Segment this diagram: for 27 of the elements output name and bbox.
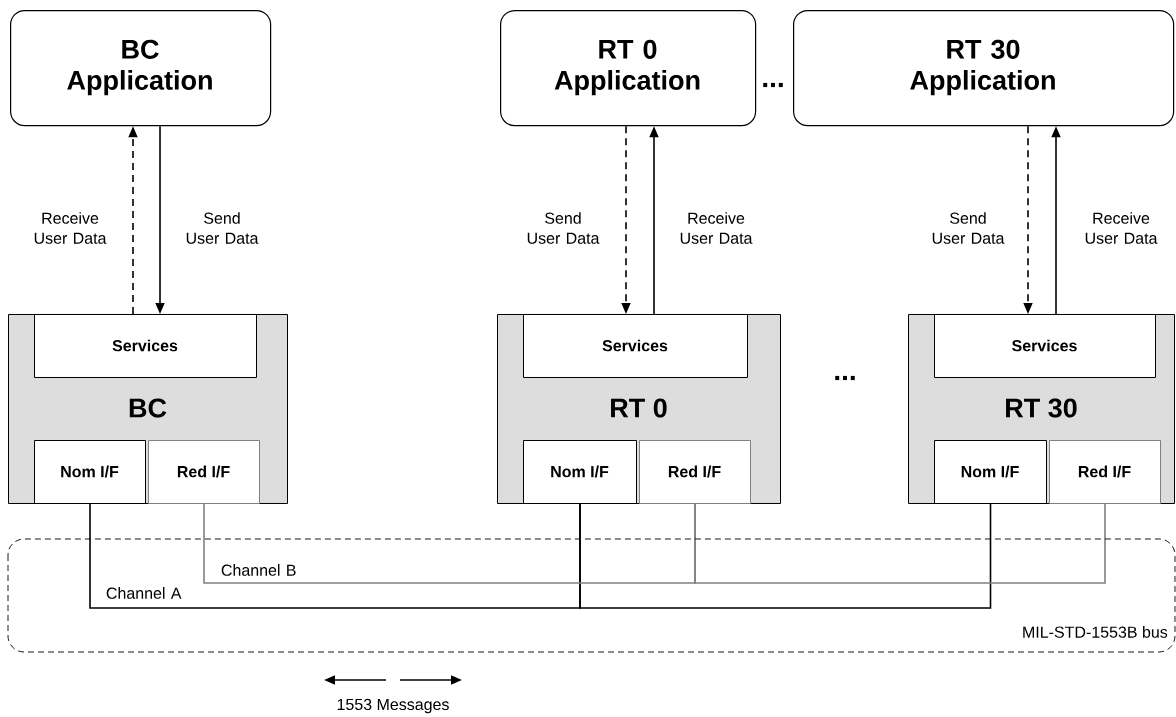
services-box: Services — [523, 314, 748, 378]
edge-label: Receive User Data — [34, 212, 107, 244]
bus-line — [89, 503, 581, 609]
services-box: Services — [34, 314, 257, 378]
edge-label: Channel B — [221, 564, 296, 576]
interface-box: Nom I/F — [34, 440, 146, 504]
edge-label: Receive User Data — [680, 212, 753, 244]
bus-line — [579, 503, 992, 609]
interface-box: Red I/F — [639, 440, 751, 504]
edge-label: Send User Data — [186, 212, 259, 244]
bus-line — [694, 503, 1106, 584]
edge-label: Send User Data — [932, 212, 1005, 244]
ellipsis: ... — [835, 375, 855, 381]
edge-label: Receive User Data — [1085, 212, 1158, 244]
interface-box: Red I/F — [148, 440, 260, 504]
edge-label: Channel A — [106, 587, 182, 599]
services-box: Services — [934, 314, 1156, 378]
application-box: RT 30 Application — [793, 10, 1175, 127]
interface-box: Nom I/F — [934, 440, 1047, 504]
bus-line — [203, 503, 696, 584]
ellipsis: ... — [763, 82, 783, 88]
application-box: BC Application — [10, 10, 272, 127]
interface-box: Nom I/F — [523, 440, 637, 504]
application-box: RT 0 Application — [500, 10, 757, 127]
interface-box: Red I/F — [1049, 440, 1161, 504]
edge-label: Send User Data — [527, 212, 600, 244]
caption: 1553 Messages — [337, 698, 449, 714]
